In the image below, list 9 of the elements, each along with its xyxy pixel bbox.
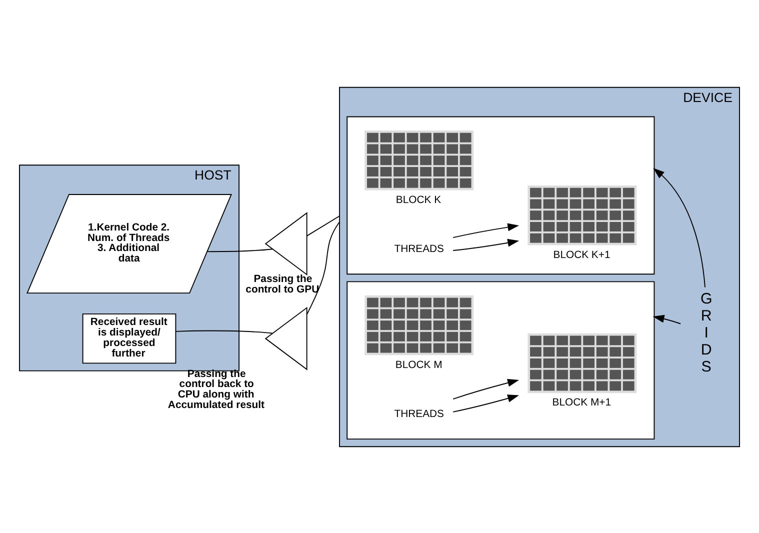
node-label: Passing the control to GPU (246, 273, 320, 295)
node-label: Passing the control back to CPU along with Accumulated result (168, 368, 265, 411)
node-label: BLOCK M+1 (552, 397, 612, 408)
node-text: G R I D S (700, 290, 712, 376)
node-text: THREADS (394, 244, 444, 255)
node-text: THREADS (394, 408, 444, 420)
node-label: BLOCK K (396, 194, 442, 206)
node-label: BLOCK M (395, 359, 442, 370)
node-label: BLOCK K+1 (553, 249, 610, 260)
